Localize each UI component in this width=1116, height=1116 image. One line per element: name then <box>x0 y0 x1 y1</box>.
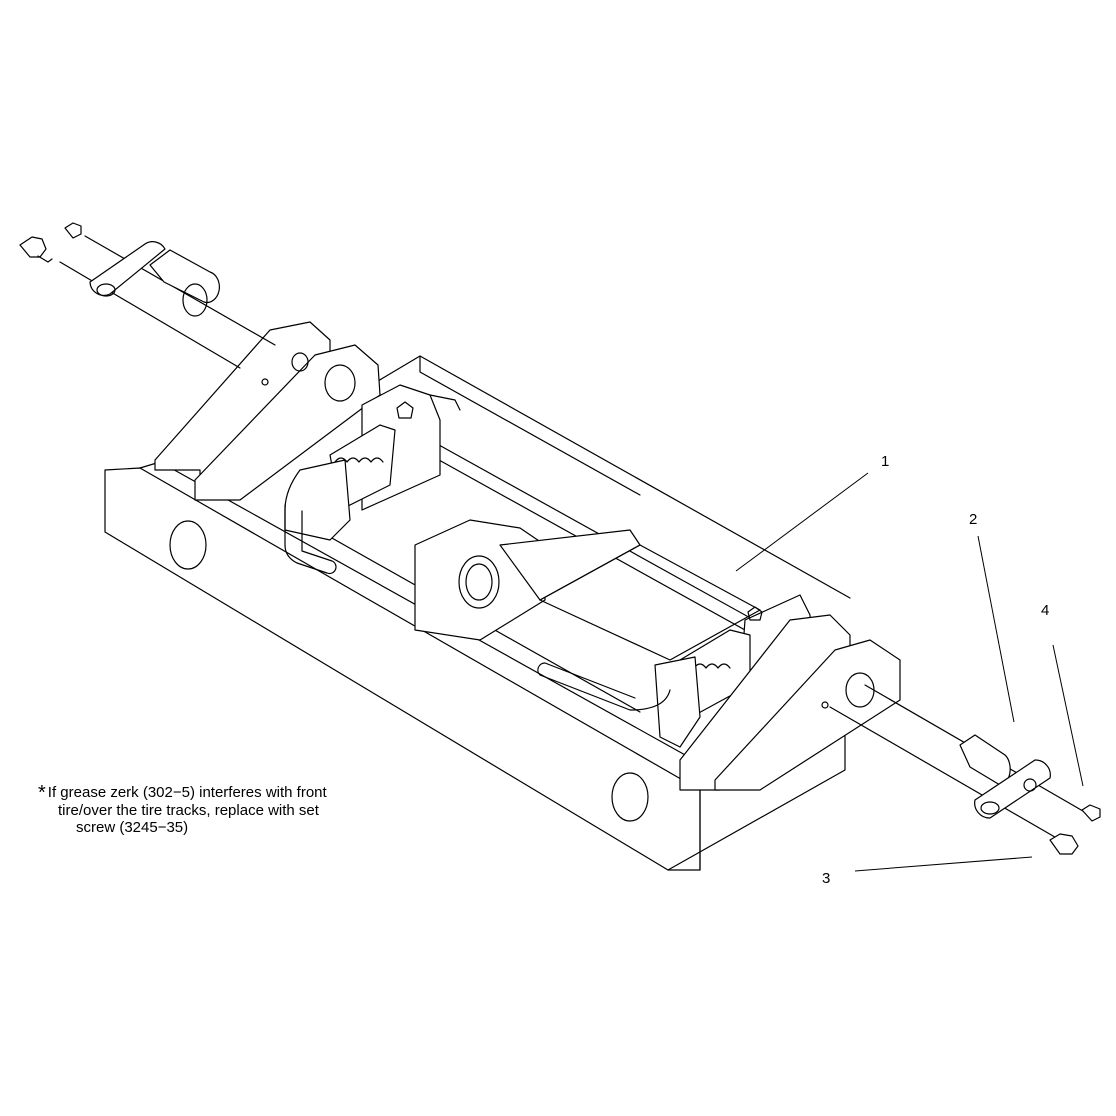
callout-3: 3 <box>822 870 831 887</box>
footnote-line-3: screw (3245−35) <box>76 819 189 836</box>
footnote: *If grease zerk (302−5) interferes with … <box>38 782 327 836</box>
callout-1: 1 <box>881 453 890 470</box>
left-pin-hardware <box>19 222 276 369</box>
right-pin-hardware <box>829 684 1101 855</box>
callout-leaders <box>735 472 1084 872</box>
footnote-line-1: If grease zerk (302−5) interferes with f… <box>47 784 327 801</box>
callout-2: 2 <box>969 511 978 528</box>
frame-assembly <box>104 321 901 871</box>
callout-4: 4 <box>1041 602 1050 619</box>
footnote-line-2: tire/over the tire tracks, replace with … <box>58 802 319 819</box>
footnote-star: * <box>38 782 46 804</box>
